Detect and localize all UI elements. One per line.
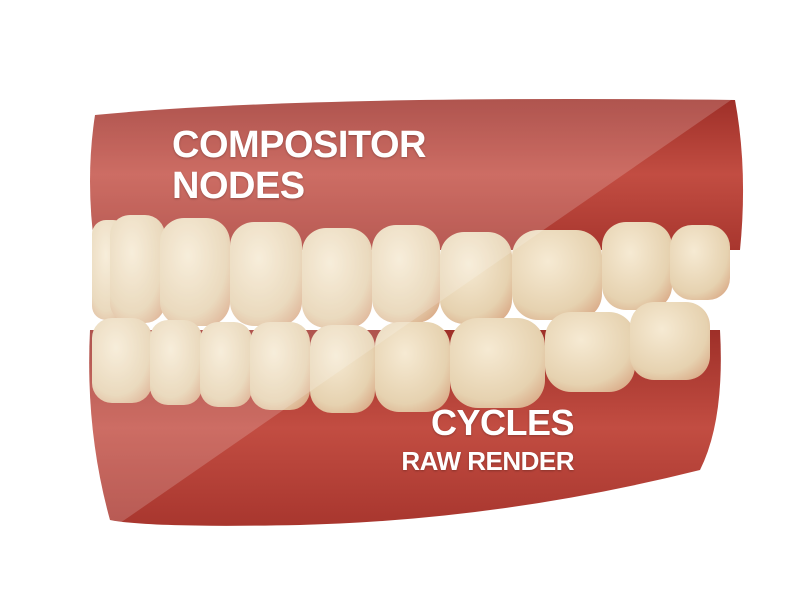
compositor-label-line1: COMPOSITOR	[172, 124, 427, 166]
compositor-label-line2: NODES	[172, 165, 305, 207]
upper-teeth	[92, 215, 730, 328]
lower-teeth	[92, 302, 710, 413]
compositor-nodes-label: COMPOSITOR NODES	[172, 124, 427, 208]
cycles-label: CYCLES	[430, 402, 575, 443]
raw-render-label: RAW RENDER	[401, 446, 574, 476]
upper-gum	[90, 99, 744, 250]
